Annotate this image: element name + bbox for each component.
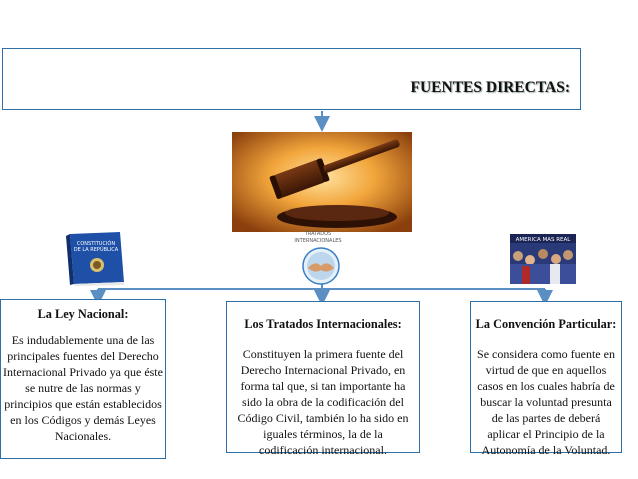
card-ley-nacional: La Ley Nacional: Es indudablemente una d… bbox=[0, 299, 166, 459]
treaties-label-2: INTERNACIONALES bbox=[294, 238, 341, 244]
gavel-image bbox=[232, 132, 412, 232]
card-body: Se considera como fuente en virtud de qu… bbox=[477, 347, 615, 457]
book-title-line2: DE LA REPÚBLICA bbox=[74, 246, 119, 253]
card-title: Los Tratados Internacionales: bbox=[244, 317, 402, 331]
card-tratados-internacionales: Los Tratados Internacionales: Constituye… bbox=[226, 301, 420, 457]
crowd-banner: AMERICA MAS REAL bbox=[516, 237, 572, 243]
book-image: CONSTITUCIÓN DE LA REPÚBLICA bbox=[64, 230, 128, 286]
card-convencion-particular: La Convención Particular: Se considera c… bbox=[470, 301, 622, 457]
title-box: FUENTES DIRECTAS: bbox=[2, 48, 581, 110]
treaties-label-1: TRATADOS bbox=[304, 231, 331, 237]
card-title: La Ley Nacional: bbox=[37, 307, 129, 321]
diagram-title: FUENTES DIRECTAS: bbox=[410, 79, 570, 96]
card-body: Es indudablemente una de las principales… bbox=[3, 333, 163, 443]
card-title: La Convención Particular: bbox=[475, 317, 617, 331]
handshake-icon bbox=[308, 263, 334, 272]
card-body: Constituyen la primera fuente del Derech… bbox=[237, 347, 409, 457]
crowd-image: AMERICA MAS REAL bbox=[510, 234, 576, 284]
treaties-badge: TRATADOS INTERNACIONALES bbox=[288, 228, 358, 288]
book-title-line1: CONSTITUCIÓN bbox=[77, 240, 115, 247]
